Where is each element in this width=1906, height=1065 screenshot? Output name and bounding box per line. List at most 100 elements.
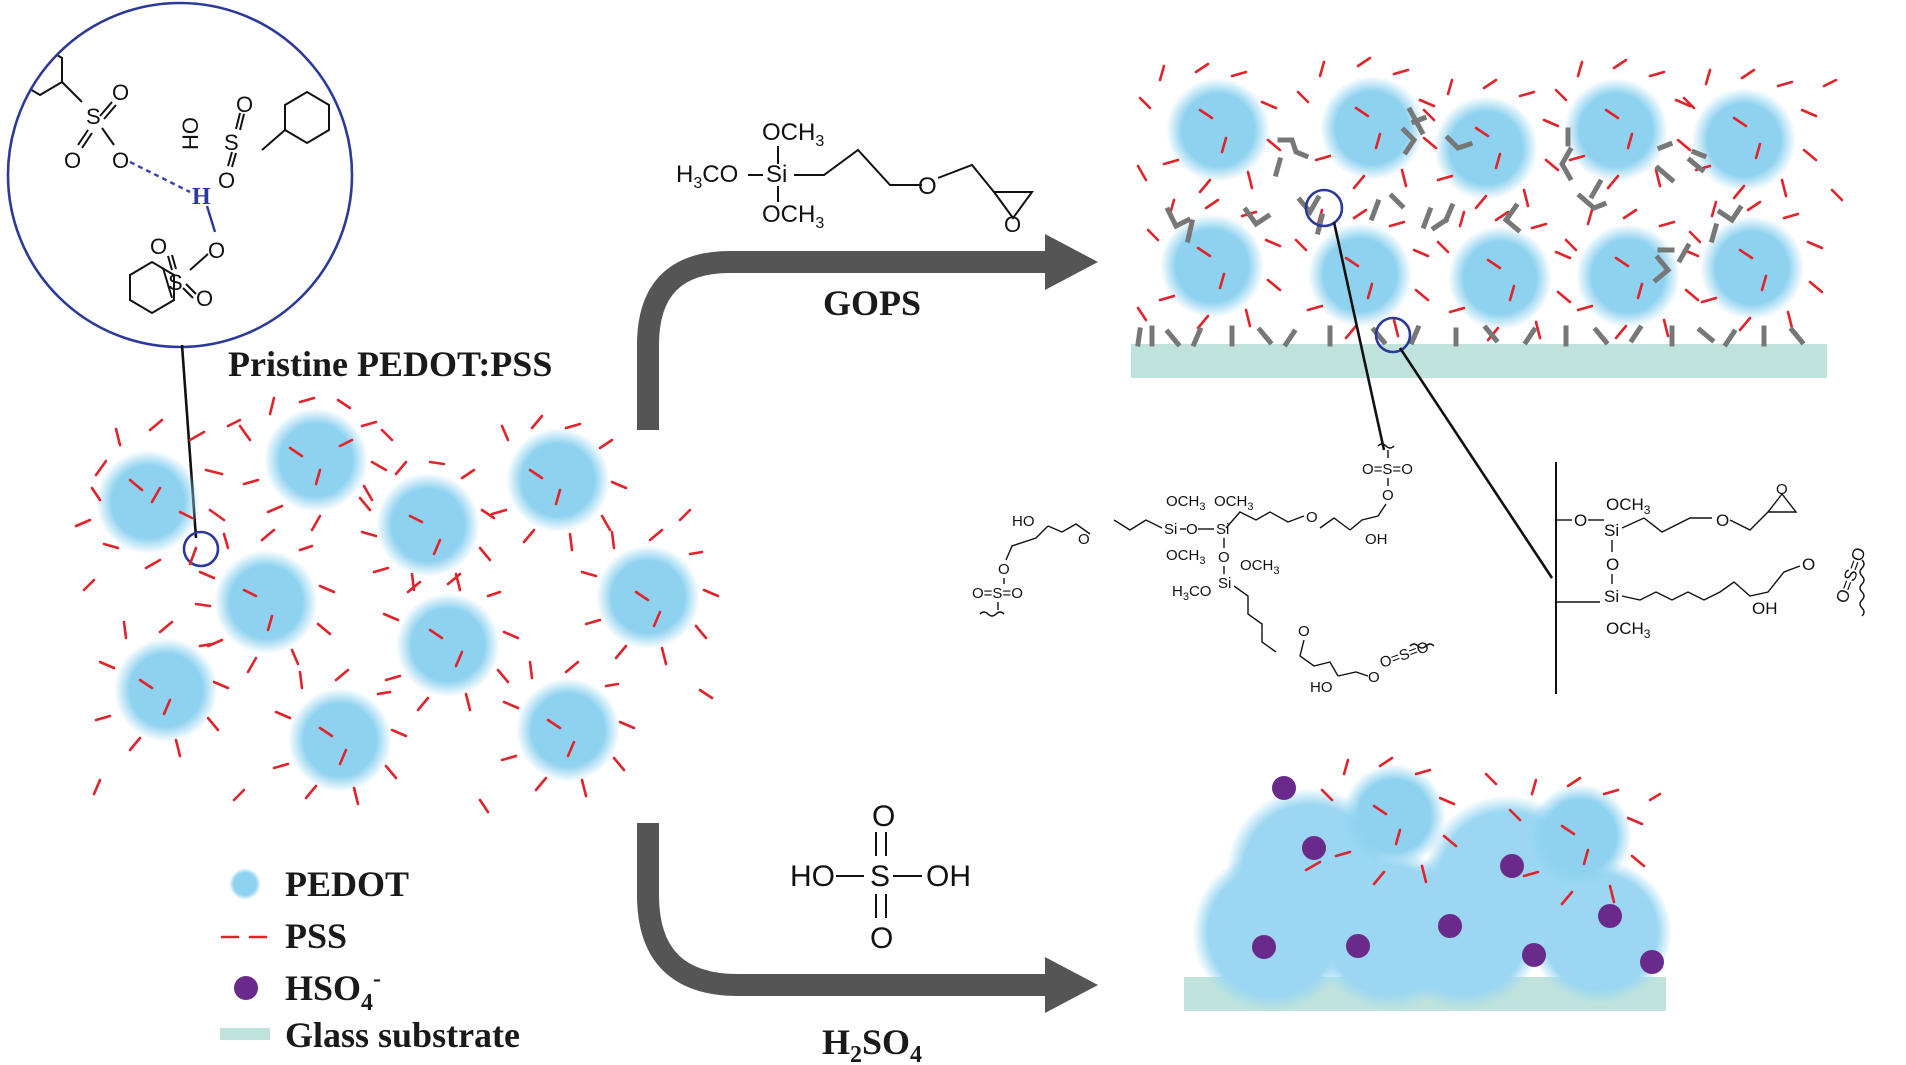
legend-pss-label: PSS — [285, 916, 347, 956]
methoxy-label: H3CO — [676, 161, 738, 192]
hydroxyl-label: HO — [1012, 513, 1035, 530]
hydrogen-atom-label: H — [192, 184, 211, 210]
gops-treated-film — [1131, 56, 1844, 378]
hso4-ion — [1302, 836, 1326, 860]
oxygen-atom-label: O — [196, 286, 213, 311]
pristine-label: Pristine PEDOT:PSS — [228, 344, 552, 384]
arrowhead-icon — [1045, 957, 1098, 1013]
pedot-particle — [1192, 852, 1352, 1012]
hydrogen-bond-line — [129, 160, 191, 194]
pedot-particle — [1434, 96, 1538, 200]
methoxy-label: OCH3 — [1606, 495, 1651, 517]
sulfonyl-label: O=S=O — [972, 585, 1023, 602]
oxygen-atom-label: O — [872, 800, 895, 833]
methoxy-label: OCH3 — [1214, 493, 1253, 513]
silicon-label: Si — [766, 161, 787, 188]
epoxide-oxygen-label: O — [1004, 212, 1021, 237]
legend-glass-label: Glass substrate — [285, 1015, 520, 1055]
legend-hso4-swatch — [234, 976, 258, 1000]
zoom-circle-icon — [1374, 316, 1412, 354]
pedot-particle — [1166, 78, 1270, 182]
oxygen-atom-label: O — [64, 148, 81, 173]
oxygen-atom-label: O — [150, 234, 167, 259]
pedot-particle — [1342, 764, 1446, 868]
oxygen-atom-label: O — [1186, 521, 1198, 538]
epoxide-oxygen-label: O — [1776, 481, 1788, 498]
pedot-particle — [214, 550, 318, 654]
methoxy-label: OCH3 — [762, 201, 824, 232]
pristine-film — [74, 396, 720, 814]
benzene-ring-icon — [129, 260, 175, 315]
pedot-particle — [1448, 226, 1552, 330]
zoom-target-circle-icon — [182, 530, 220, 568]
sulfur-atom-label: S — [86, 104, 101, 129]
hso4-ion — [1438, 914, 1462, 938]
hso4-ion — [1640, 950, 1664, 974]
leader-line — [1398, 347, 1554, 579]
silicon-label: Si — [1604, 521, 1619, 540]
oxygen-atom-label: O — [1306, 509, 1318, 526]
crosslinked-siloxane-structure: O=S=O O OH O OCH3 OCH3 Si O Si OCH3 O Si… — [972, 443, 1435, 696]
silicon-label: Si — [1164, 521, 1177, 538]
pedot-particle — [1320, 76, 1424, 180]
h2so4-arrow — [637, 823, 1098, 1013]
pedot-particle — [376, 473, 480, 577]
legend-glass-swatch — [220, 1028, 270, 1040]
legend-pedot-label: PEDOT — [285, 864, 409, 904]
oxygen-atom-label: O — [236, 92, 253, 117]
benzene-ring-icon — [284, 90, 330, 145]
hso4-ion — [1346, 934, 1370, 958]
pedot-particle — [396, 593, 500, 697]
pss-chains — [74, 396, 720, 814]
hydroxyl-label: HO — [790, 860, 835, 893]
hbond-zoom-inset: S O O O H O S O O HO S O O — [6, 1, 354, 349]
methoxy-label: OCH3 — [1240, 557, 1279, 577]
pedot-particle — [264, 408, 368, 512]
pedot-particle — [596, 545, 700, 649]
hso4-ion — [1252, 935, 1276, 959]
methoxy-label: H3CO — [1172, 583, 1211, 603]
leader-line — [1332, 221, 1386, 451]
methoxy-label: OCH3 — [1606, 619, 1651, 641]
oxygen-atom-label: O — [998, 561, 1010, 578]
oxygen-atom-label: O — [1298, 623, 1310, 640]
sulfur-atom-label: S — [224, 130, 239, 155]
pedot-particle — [1528, 784, 1632, 888]
h2so4-treated-film — [1184, 756, 1672, 1012]
pedot-particle — [516, 678, 620, 782]
pedot-particle — [1308, 223, 1412, 327]
gops-crosslinks — [1135, 106, 1806, 348]
sulfuric-acid-structure: O HO S OH O — [790, 800, 971, 955]
sulfur-atom-label: S — [870, 860, 890, 893]
hso4-ions — [1252, 776, 1664, 974]
oxygen-atom-label: O — [1802, 555, 1815, 574]
methoxy-label: OCH3 — [1166, 547, 1205, 567]
gops-arrow — [637, 234, 1098, 430]
silicon-label: Si — [1218, 575, 1231, 592]
methoxy-label: OCH3 — [1166, 493, 1205, 513]
hydroxyl-label: OH — [926, 860, 971, 893]
zoom-circle-icon — [6, 1, 354, 349]
legend-pedot-swatch — [229, 868, 261, 900]
pedot-particle — [114, 638, 218, 742]
oxygen-atom-label: O — [1078, 531, 1090, 548]
pedot-particle — [288, 688, 392, 792]
sulfur-atom-label: S — [168, 270, 183, 295]
oxygen-atom-label: O — [218, 168, 235, 193]
pedot-particle — [96, 450, 200, 554]
sulfonyl-label: O=S=O — [1362, 461, 1413, 478]
legend: PEDOT PSS HSO4- Glass substrate — [220, 864, 520, 1055]
oxygen-atom-label: O — [1716, 511, 1729, 530]
oxygen-atom-label: O — [1574, 511, 1587, 530]
pedot-particle — [1564, 78, 1668, 182]
h2so4-label: H2SO4 — [822, 1022, 922, 1065]
hydroxyl-label: HO — [178, 117, 203, 150]
oxygen-atom-label: O — [918, 173, 937, 200]
pedot-particle — [1528, 860, 1672, 1004]
oxygen-atom-label: O — [1382, 487, 1394, 504]
substrate-bonded-structure: O Si OCH3 O O O Si OCH3 OH O O=S=O — [1555, 462, 1870, 694]
pss-chains — [1304, 756, 1662, 906]
hydroxyl-label: OH — [1752, 599, 1778, 618]
oxygen-atom-label: O — [112, 148, 129, 173]
